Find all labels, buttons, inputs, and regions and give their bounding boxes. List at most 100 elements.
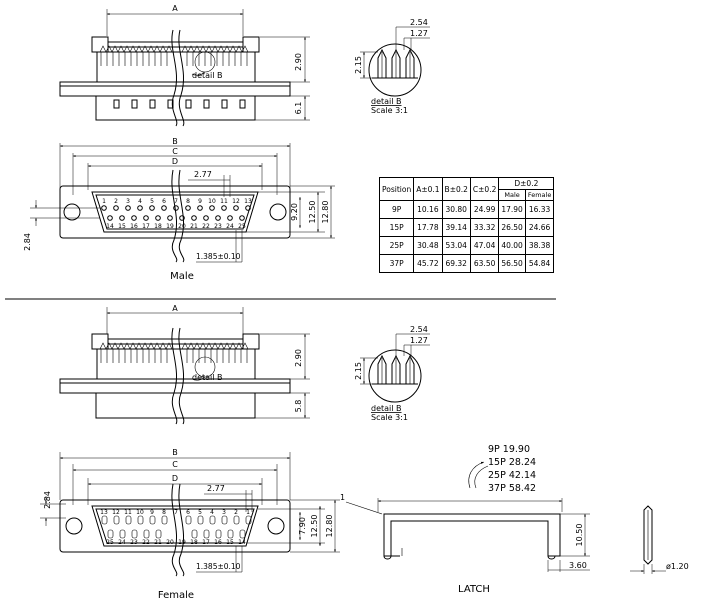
table-cell: 54.84 bbox=[524, 254, 555, 273]
female-dim-a-label: A bbox=[172, 304, 178, 313]
female-socket-label: 13 bbox=[100, 509, 108, 516]
female-socket-label: 9 bbox=[150, 509, 154, 516]
table-cell: 17.90 bbox=[498, 200, 526, 219]
male-dim-1280: 12.80 bbox=[321, 201, 330, 224]
male-pin-label: 6 bbox=[162, 198, 166, 205]
female-detail-dim-215: 2.15 bbox=[354, 362, 363, 380]
female-socket-label: 2 bbox=[234, 509, 238, 516]
table-cell: 38.38 bbox=[524, 236, 555, 255]
male-dim-61: 6.1 bbox=[294, 102, 303, 115]
latch-dim-360: 3.60 bbox=[569, 561, 587, 570]
table-cell: 47.04 bbox=[469, 236, 500, 255]
female-dim-277: 2.77 bbox=[207, 484, 225, 493]
female-socket-label: 23 bbox=[130, 539, 138, 546]
table-header-d: D±0.2 bbox=[498, 177, 555, 190]
male-dim-a-label: A bbox=[172, 4, 178, 13]
male-front-view: B C D 2.77 1 2 3 4 5 6 7 8 bbox=[23, 137, 335, 282]
female-dim-58: 5.8 bbox=[294, 400, 303, 413]
male-dim-b: B bbox=[172, 137, 178, 146]
female-dim-790: 7.90 bbox=[298, 517, 307, 535]
male-pin-label: 16 bbox=[130, 223, 138, 230]
male-detail-title: detail B bbox=[371, 97, 402, 106]
male-dim-1250: 12.50 bbox=[308, 201, 317, 224]
table-row: 9P 10.16 30.80 24.99 17.90 16.33 bbox=[378, 200, 555, 219]
female-front-view: B C D 2.77 13 12 11 10 9 8 7 6 5 4 bbox=[40, 448, 340, 601]
male-pin-label: 10 bbox=[208, 198, 216, 205]
female-socket-label: 15 bbox=[226, 539, 234, 546]
table-cell: 15P bbox=[378, 218, 415, 237]
female-socket-label: 12 bbox=[112, 509, 120, 516]
latch-view: 9P 19.90 15P 28.24 25P 42.14 37P 58.42 1… bbox=[340, 444, 689, 595]
table-cell: 17.78 bbox=[413, 218, 443, 237]
table-header-male: Male bbox=[498, 189, 526, 201]
female-socket-label: 22 bbox=[142, 539, 150, 546]
female-detail-title: detail B bbox=[371, 404, 402, 413]
female-socket-row-2 bbox=[107, 529, 246, 539]
table-cell: 24.66 bbox=[524, 218, 555, 237]
table-header-a: A±0.1 bbox=[413, 177, 443, 201]
male-dim-d: D bbox=[172, 157, 178, 166]
male-dim-1385: 1.385±0.10 bbox=[196, 252, 241, 261]
latch-length-15p: 15P 28.24 bbox=[488, 457, 536, 468]
table-cell: 45.72 bbox=[413, 254, 443, 273]
male-dim-920: 9.20 bbox=[290, 203, 299, 221]
female-socket-label: 24 bbox=[118, 539, 126, 546]
male-pin-row-1 bbox=[101, 205, 251, 211]
table-cell: 24.99 bbox=[469, 200, 500, 219]
male-pin-label: 12 bbox=[232, 198, 240, 205]
female-dim-1250: 12.50 bbox=[310, 515, 319, 538]
table-row: 37P 45.72 69.32 63.50 56.50 54.84 bbox=[378, 254, 555, 273]
table-cell: 9P bbox=[378, 200, 415, 219]
male-dim-284: 2.84 bbox=[23, 233, 32, 251]
male-detail-b: 2.54 1.27 2.15 detail B Scale 3:1 bbox=[354, 18, 430, 115]
female-socket-label: 1 bbox=[246, 509, 250, 516]
female-socket-label: 14 bbox=[238, 539, 246, 546]
female-socket-label: 21 bbox=[154, 539, 162, 546]
latch-callout-number: 1 bbox=[340, 493, 345, 502]
table-cell: 39.14 bbox=[441, 218, 471, 237]
female-detail-b-label: detail B bbox=[192, 373, 223, 382]
female-dim-b: B bbox=[172, 448, 178, 457]
table-cell: 30.80 bbox=[441, 200, 471, 219]
male-detail-dim-127: 1.27 bbox=[410, 29, 428, 38]
male-pin-label: 2 bbox=[114, 198, 118, 205]
female-socket-label: 10 bbox=[136, 509, 144, 516]
male-pin-label: 19 bbox=[166, 223, 174, 230]
female-socket-label: 5 bbox=[198, 509, 202, 516]
female-dim-1280: 12.80 bbox=[325, 515, 334, 538]
male-dim-277: 2.77 bbox=[194, 170, 212, 179]
male-pin-label: 24 bbox=[226, 223, 234, 230]
male-side-view: A detail B 2.90 6.1 bbox=[59, 4, 310, 127]
table-cell: 37P bbox=[378, 254, 415, 273]
table-row: 25P 30.48 53.04 47.04 40.00 38.38 bbox=[378, 236, 555, 255]
male-pin-label: 7 bbox=[174, 198, 178, 205]
latch-caption: LATCH bbox=[458, 584, 490, 595]
table-cell: 33.32 bbox=[469, 218, 500, 237]
table-cell: 40.00 bbox=[498, 236, 526, 255]
latch-length-9p: 9P 19.90 bbox=[488, 444, 530, 455]
male-pin-label: 11 bbox=[220, 198, 228, 205]
table-cell: 10.16 bbox=[413, 200, 443, 219]
female-socket-label: 16 bbox=[214, 539, 222, 546]
female-socket-label: 11 bbox=[124, 509, 132, 516]
latch-dim-d120: ø1.20 bbox=[666, 562, 689, 571]
female-detail-dim-127: 1.27 bbox=[410, 336, 428, 345]
table-header-c: C±0.2 bbox=[469, 177, 500, 201]
male-detail-scale: Scale 3:1 bbox=[371, 106, 408, 115]
latch-length-25p: 25P 42.14 bbox=[488, 470, 536, 481]
male-pin-label: 21 bbox=[190, 223, 198, 230]
female-detail-scale: Scale 3:1 bbox=[371, 413, 408, 422]
table-cell: 56.50 bbox=[498, 254, 526, 273]
male-pin-label: 13 bbox=[244, 198, 252, 205]
male-caption: Male bbox=[170, 271, 194, 282]
dimension-table: Position A±0.1 B±0.2 C±0.2 D±0.2 Male Fe… bbox=[378, 177, 555, 273]
female-dim-290: 2.90 bbox=[294, 349, 303, 367]
table-header-b: B±0.2 bbox=[441, 177, 471, 201]
table-header-position: Position bbox=[378, 177, 415, 201]
table-cell: 63.50 bbox=[469, 254, 500, 273]
male-pin-label: 18 bbox=[154, 223, 162, 230]
female-dim-d: D bbox=[172, 474, 178, 483]
female-dim-284: 2.84 bbox=[43, 491, 52, 509]
male-detail-dim-215: 2.15 bbox=[354, 56, 363, 74]
